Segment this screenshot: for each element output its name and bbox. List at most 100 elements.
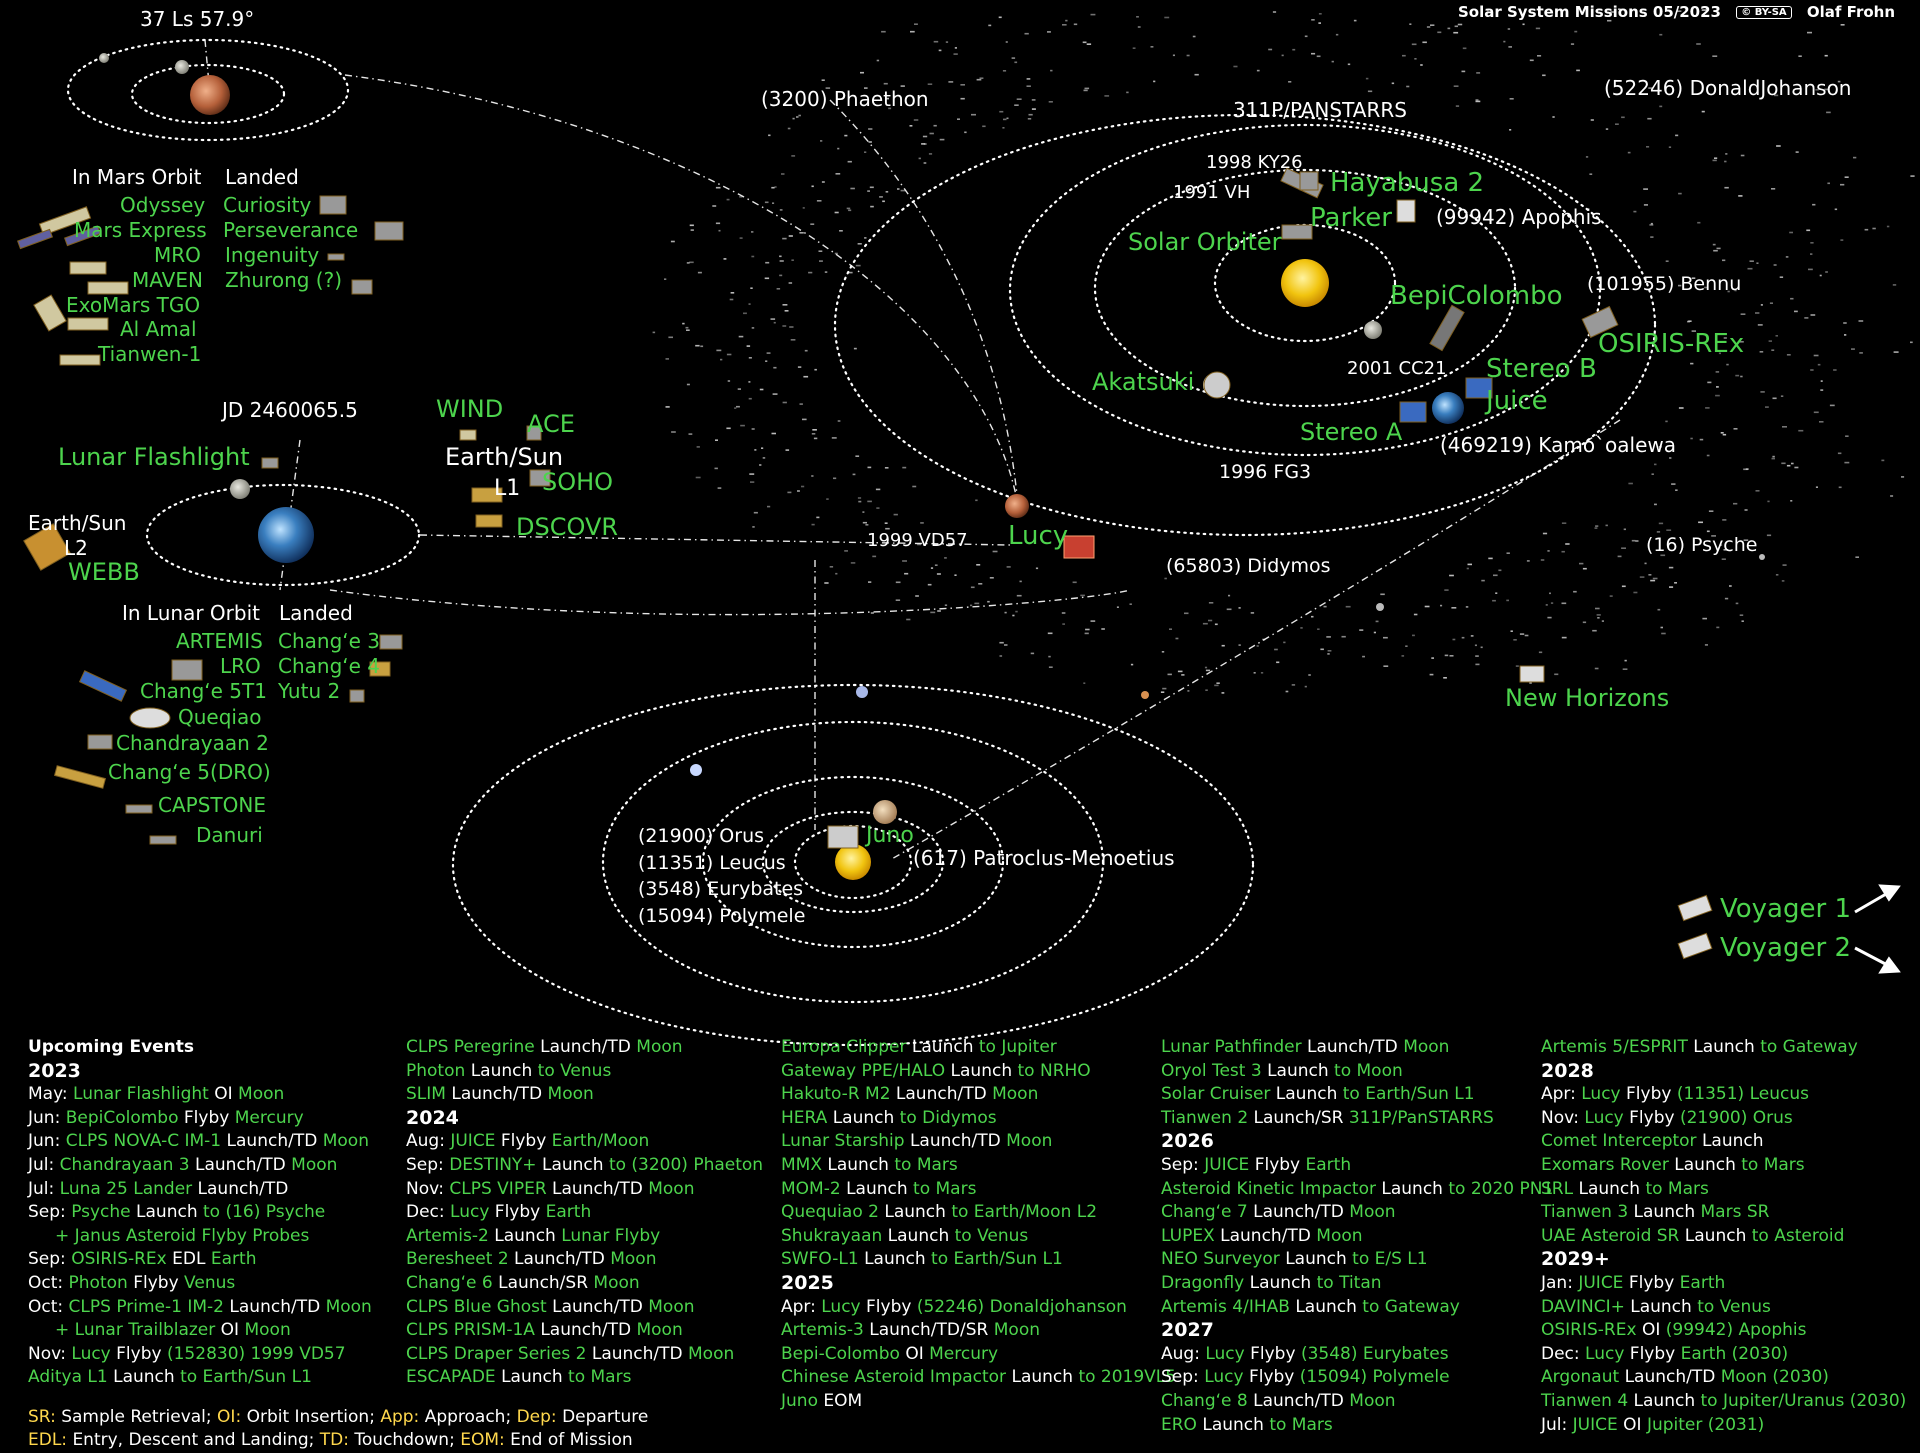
- event-target: Moon: [648, 1178, 695, 1199]
- asteroid-dot: [1727, 290, 1730, 293]
- asteroid-dot: [1715, 371, 1720, 373]
- event-action: Launch: [470, 1060, 533, 1081]
- event-target: Moon: [648, 1296, 695, 1317]
- asteroid-dot: [1047, 632, 1053, 635]
- lucy-icon: [1063, 535, 1095, 559]
- asteroid-dot: [1790, 500, 1793, 502]
- asteroid-dot: [1654, 503, 1657, 506]
- asteroid-dot: [1359, 629, 1364, 631]
- asteroid-dot: [1650, 222, 1653, 225]
- asteroid-field: [652, 8, 1915, 694]
- asteroid-dot: [1635, 540, 1639, 542]
- asteroid-dot: [850, 562, 856, 564]
- asteroid-dot: [1691, 330, 1696, 332]
- event-row: MOM-2 Launch to Mars: [781, 1178, 1161, 1202]
- asteroid-dot: [1804, 317, 1809, 319]
- event-mission: JUICE: [1204, 1154, 1250, 1175]
- mars-orbiter-label: Al Amal: [120, 317, 197, 341]
- asteroid-dot: [776, 288, 781, 290]
- event-column: Europa Clipper Launch to Jupiter Gateway…: [781, 1036, 1176, 1414]
- asteroid-dot: [1690, 362, 1694, 365]
- event-row: Jun: CLPS NOVA-C IM-1 Launch/TD Moon: [28, 1130, 408, 1154]
- asteroid-dot: [788, 235, 793, 237]
- bepicolombo-icon: [1429, 304, 1465, 352]
- mission-dscovr: DSCOVR: [516, 513, 619, 541]
- asteroid-dot: [1643, 188, 1648, 190]
- event-mission: Lucy: [1581, 1084, 1621, 1105]
- asteroid-dot: [1716, 626, 1720, 629]
- event-action: Launch/TD: [451, 1084, 543, 1105]
- asteroid-dot: [1597, 617, 1600, 619]
- asteroid-dot: [791, 259, 794, 261]
- asteroid-dot: [791, 155, 796, 157]
- event-action: OI: [220, 1320, 240, 1341]
- event-action: Launch/TD: [1624, 1367, 1716, 1388]
- asteroid-dot: [1175, 637, 1179, 640]
- asteroid-dot: [881, 30, 886, 33]
- author: Olaf Frohn: [1806, 3, 1896, 21]
- asteroid-dot: [1810, 253, 1813, 255]
- event-mission: JUICE: [450, 1131, 496, 1152]
- asteroid-dot: [1495, 592, 1498, 594]
- asteroid-dot: [998, 16, 1002, 19]
- asteroid-dot: [1607, 19, 1612, 22]
- event-date: Nov:: [1541, 1107, 1579, 1128]
- event-mission: Gateway PPE/HALO: [781, 1060, 946, 1081]
- asteroid-dot: [1749, 260, 1754, 262]
- asteroid-dot: [829, 566, 834, 568]
- trajectory-line: [889, 419, 1621, 861]
- asteroid-dot: [695, 476, 701, 479]
- asteroid-dot: [1048, 666, 1053, 668]
- asteroid-dot: [1187, 690, 1190, 692]
- asteroid-dot: [1699, 438, 1704, 441]
- asteroid-dot: [1506, 599, 1509, 602]
- event-row: + Lunar Trailblazer OI Moon: [28, 1319, 408, 1343]
- asteroid-dot: [689, 224, 694, 227]
- asteroid-dot: [1184, 612, 1189, 615]
- legend-value: Departure: [562, 1407, 649, 1427]
- asteroid-dot: [1729, 585, 1732, 587]
- event-mission: Dragonfly: [1161, 1272, 1245, 1293]
- asteroid-dot: [999, 110, 1004, 113]
- lunar-orbiter-label: LRO: [220, 654, 261, 678]
- asteroid-dot: [1461, 70, 1466, 73]
- event-column: Lunar Pathfinder Launch/TD Moon Oryol Te…: [1161, 1036, 1553, 1437]
- asteroid-dot: [834, 252, 838, 255]
- event-mission: MOM-2: [781, 1178, 841, 1199]
- asteroid-dot: [820, 140, 823, 142]
- asteroid-dot: [1747, 267, 1753, 270]
- asteroid-dot: [1238, 644, 1241, 646]
- event-action: Flyby: [866, 1296, 912, 1317]
- asteroid-dot: [1311, 52, 1316, 55]
- event-row: Chang‘e 6 Launch/SR Moon: [406, 1272, 786, 1296]
- asteroid-dot: [1714, 157, 1718, 159]
- event-mission: Asteroid Kinetic Impactor: [1161, 1178, 1376, 1199]
- asteroid-dot: [1791, 462, 1794, 465]
- event-target: to Mars: [913, 1178, 977, 1199]
- asteroid-dot: [1701, 110, 1705, 113]
- asteroid-dot: [1221, 644, 1225, 647]
- asteroid-dot: [818, 250, 823, 252]
- asteroid-dot: [1648, 87, 1653, 89]
- asteroid-dot: [1503, 40, 1506, 43]
- earth-sun-l2-label: Earth/Sun: [28, 511, 127, 535]
- asteroid-dot: [1712, 159, 1717, 162]
- asteroid-dot: [960, 84, 965, 86]
- event-action: Launch: [1684, 1225, 1747, 1246]
- event-row: Sep: DESTINY+ Launch to (3200) Phaeton: [406, 1154, 786, 1178]
- asteroid-dot: [695, 344, 700, 347]
- lunar-orbiter-label: Chang‘e 5T1: [140, 679, 267, 703]
- event-year: 2025: [781, 1271, 834, 1294]
- event-mission: BepiColombo: [65, 1107, 179, 1128]
- event-mission: OSIRIS-REx: [1541, 1320, 1637, 1341]
- asteroid-dot: [1654, 463, 1657, 466]
- spacecraft-icon: [87, 281, 129, 295]
- asteroid-dot: [1437, 31, 1442, 34]
- spacecraft-icon: [33, 294, 67, 332]
- asteroid-dot: [1137, 26, 1141, 28]
- asteroid-dot: [855, 264, 861, 267]
- event-mission: Bepi-Colombo: [781, 1343, 900, 1364]
- event-mission: LUPEX: [1161, 1225, 1215, 1246]
- lunar-orbit: [145, 483, 421, 587]
